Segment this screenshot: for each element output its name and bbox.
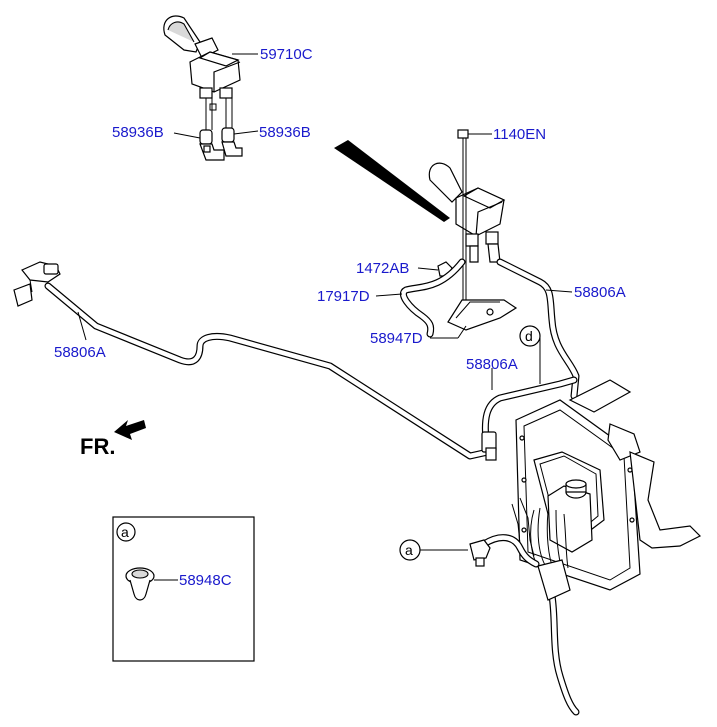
label-58936b-right[interactable]: 58936B: [259, 124, 311, 141]
elbow-fitting-right[interactable]: [221, 127, 243, 157]
label-58948c[interactable]: 58948C: [179, 572, 232, 589]
control-unit[interactable]: [547, 479, 593, 553]
leader-58936b-left: [173, 132, 201, 139]
leader-58947d-b: [457, 325, 467, 339]
label-17917d[interactable]: 17917D: [317, 288, 370, 305]
inset-detail-a: a 58948C: [112, 516, 255, 662]
location-pointer: [334, 140, 450, 222]
tube-connector[interactable]: [481, 431, 497, 461]
valve-assembly-right[interactable]: [428, 162, 506, 263]
callout-a[interactable]: a: [399, 539, 468, 561]
label-58947d[interactable]: 58947D: [370, 330, 423, 347]
label-58806a-middle[interactable]: 58806A: [466, 356, 518, 373]
svg-text:d: d: [525, 328, 533, 344]
leader-58806a-upper: [545, 289, 573, 293]
label-59710c[interactable]: 59710C: [260, 46, 313, 63]
valve-assembly-upper[interactable]: [163, 15, 241, 130]
label-58806a-left[interactable]: 58806A: [54, 344, 106, 361]
grommet-small[interactable]: [469, 539, 491, 567]
callout-d[interactable]: d: [519, 325, 541, 384]
tube-end-fitting-left[interactable]: [13, 261, 61, 307]
front-arrow-icon: [114, 420, 146, 440]
front-direction-indicator: FR.: [80, 420, 146, 459]
label-1472ab[interactable]: 1472AB: [356, 260, 409, 277]
hose[interactable]: [399, 258, 466, 338]
label-1140en[interactable]: 1140EN: [493, 126, 546, 143]
label-58806a-upper[interactable]: 58806A: [574, 284, 626, 301]
grommet-detail[interactable]: [125, 567, 155, 601]
leader-58936b-right: [233, 130, 259, 135]
label-58936b-left[interactable]: 58936B: [112, 124, 164, 141]
leader-1472ab: [417, 267, 439, 271]
bracket[interactable]: [447, 299, 518, 331]
leader-58806a-left: [77, 311, 87, 341]
inset-callout-a[interactable]: a: [116, 522, 136, 542]
elbow-fitting-left[interactable]: [199, 129, 225, 161]
svg-text:a: a: [121, 524, 129, 540]
svg-text:FR.: FR.: [80, 434, 115, 459]
brake-tube-main[interactable]: [44, 282, 492, 460]
leader-17917d: [375, 293, 403, 297]
wiring-harness[interactable]: [480, 497, 580, 716]
svg-text:a: a: [405, 542, 413, 558]
mounting-panel: [515, 379, 702, 591]
